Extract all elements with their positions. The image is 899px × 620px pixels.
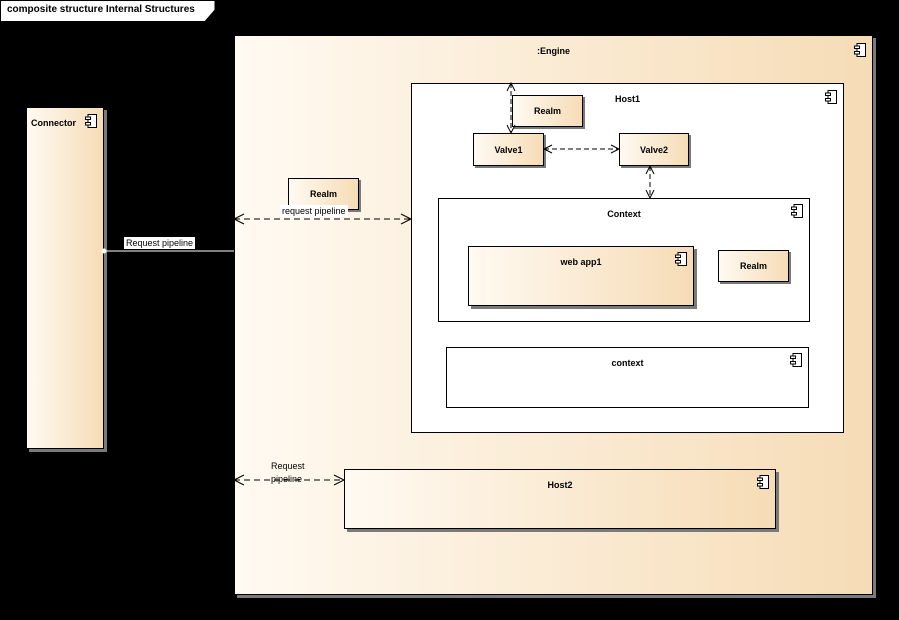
context-title: Context [607, 209, 641, 219]
component-icon [85, 114, 97, 128]
engine-realm-label: Realm [309, 189, 337, 199]
diagram-title: composite structure Internal Structures [7, 4, 195, 15]
host2-component[interactable]: Host2 [344, 469, 776, 529]
engine-title: :Engine [537, 46, 570, 56]
context2-title: context [611, 358, 644, 368]
valve2-part[interactable]: Valve2 [619, 133, 689, 166]
engine-host2-label-1: Request [271, 461, 305, 471]
host-realm-part[interactable]: Realm [512, 95, 583, 127]
connector-title: Connector [31, 118, 76, 128]
webapp-component[interactable]: web app1 [468, 246, 694, 306]
engine-host2-label-2: pipeline [271, 474, 303, 484]
component-icon [675, 252, 687, 266]
component-icon [757, 475, 769, 489]
valve1-part[interactable]: Valve1 [473, 133, 544, 166]
component-icon [791, 204, 803, 218]
host2-title: Host2 [547, 480, 573, 490]
valve1-label: Valve1 [494, 144, 523, 155]
valve2-label: Valve2 [639, 144, 669, 155]
host-realm-label: Realm [533, 106, 561, 116]
engine-realm-part[interactable]: Realm [288, 178, 359, 210]
webapp-title: web app1 [560, 257, 602, 267]
component-icon [790, 353, 802, 367]
context-realm-part[interactable]: Realm [718, 250, 789, 282]
host1-title: Host1 [614, 94, 640, 104]
context2-component[interactable]: context [446, 347, 809, 408]
engine-host1-label: request pipeline [280, 205, 348, 217]
connector-component[interactable]: Connector [26, 107, 104, 449]
connector-engine-label: Request pipeline [124, 237, 196, 249]
component-icon [825, 90, 837, 104]
component-icon [854, 43, 866, 57]
context-realm-label: Realm [739, 261, 767, 271]
